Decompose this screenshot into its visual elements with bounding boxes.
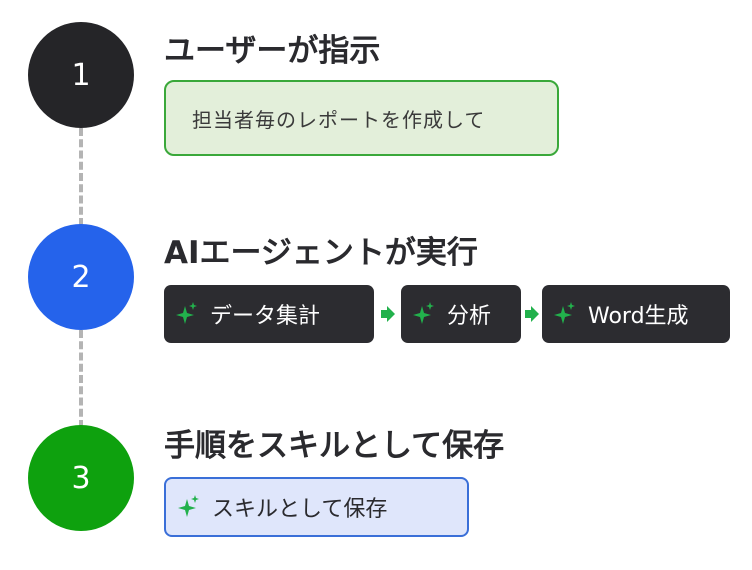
action-chip-word-generation: Word生成 [542,285,730,343]
step-2-title: AIエージェントが実行 [164,235,478,271]
step-1-title: ユーザーが指示 [164,33,381,69]
step-3-title: 手順をスキルとして保存 [164,428,505,464]
sparkle-icon [178,495,199,517]
arrow-right-icon [525,306,539,322]
user-prompt-box: 担当者毎のレポートを作成して [164,80,559,156]
save-as-skill-box: スキルとして保存 [164,477,469,537]
action-chip-label: データ集計 [210,304,321,329]
action-chip-data-aggregation: データ集計 [164,285,374,343]
connector-1-2 [79,128,83,226]
action-chip-label: 分析 [447,304,492,329]
step-3-number: 3 [71,460,91,496]
step-2-number: 2 [71,259,91,295]
sparkle-icon [176,302,197,324]
sparkle-icon [554,302,575,324]
action-chip-analysis: 分析 [401,285,521,343]
step-1-circle: 1 [28,22,134,128]
action-chip-label: Word生成 [588,304,689,329]
user-prompt-text: 担当者毎のレポートを作成して [192,107,486,132]
step-3-circle: 3 [28,425,134,531]
arrow-right-icon [381,306,395,322]
sparkle-icon [413,302,434,324]
save-as-skill-label: スキルとして保存 [212,497,388,522]
step-1-number: 1 [71,57,91,93]
step-2-circle: 2 [28,224,134,330]
connector-2-3 [79,330,83,428]
